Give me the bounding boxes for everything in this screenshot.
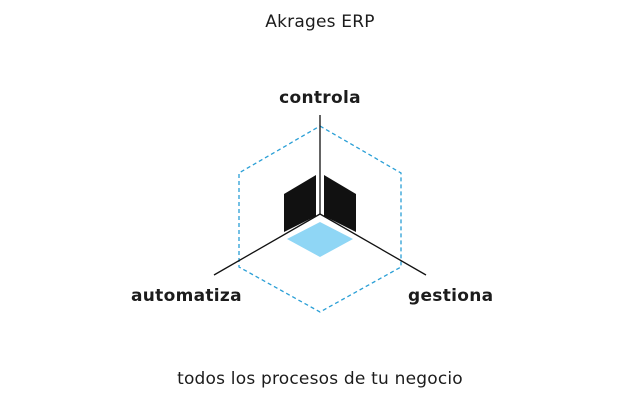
axis-line-left <box>213 213 321 276</box>
dashed-hexagon <box>238 125 402 313</box>
axis-line-right <box>319 213 427 276</box>
cube-face-bottom <box>287 222 353 257</box>
tagline: todos los procesos de tu negocio <box>177 369 463 389</box>
label-gestiona: gestiona <box>408 286 494 306</box>
page-title: Akrages ERP <box>265 12 375 32</box>
cube-face-left <box>284 175 316 232</box>
label-controla: controla <box>279 88 361 108</box>
cube-face-right <box>324 175 356 232</box>
label-automatiza: automatiza <box>131 286 242 306</box>
